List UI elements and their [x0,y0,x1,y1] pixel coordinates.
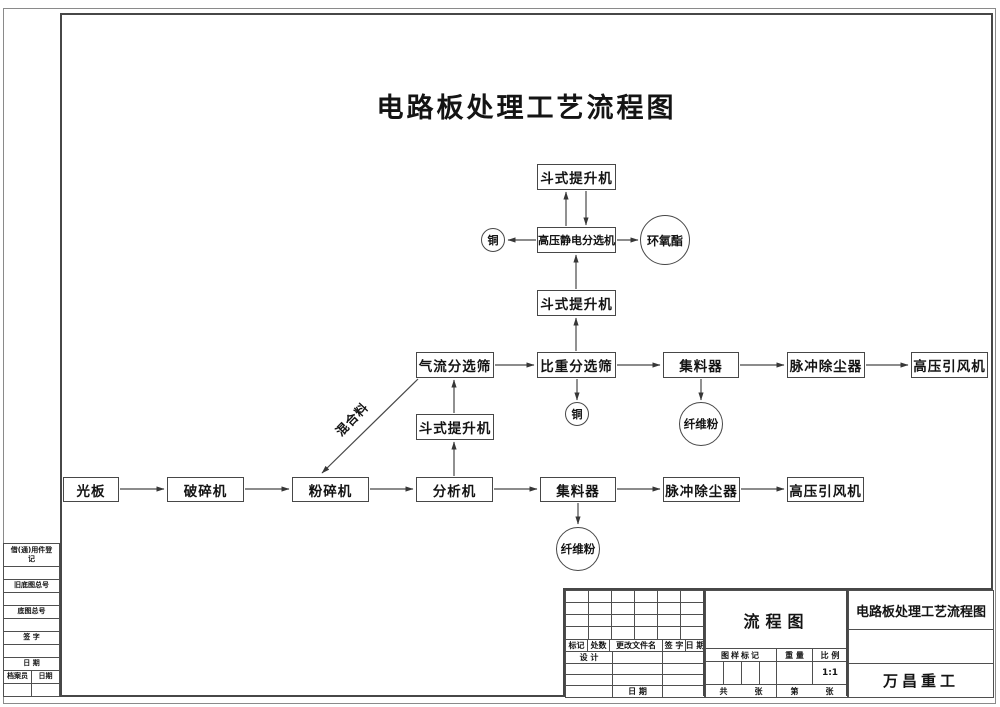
strip-empty-cell [32,684,59,696]
doc-type-cell: 流程图 [705,590,848,649]
node-gravity-sieve: 比重分选筛 [537,352,616,378]
node-airflow-sieve: 气流分选筛 [416,352,494,378]
strip-old-base-no: 旧底图总号 [3,579,60,593]
node-label: 铜 [487,234,499,247]
node-label: 斗式提升机 [540,297,613,313]
node-bare-board: 光板 [63,477,119,502]
node-elevator-low: 斗式提升机 [416,414,494,440]
sheet-outer-border [3,8,996,704]
mark-value-cell [759,661,777,685]
strip-base-no: 底图总号 [3,605,60,619]
revision-bottom-date: 日 期 [612,685,663,698]
edge-airflow-to-pulverizer-diagonal [321,378,419,474]
strip-archivist-label: 档案员 [4,671,32,683]
drawing-frame [60,13,993,697]
strip-empty-cell [4,684,32,696]
node-epoxy-out: 环氧酯 [640,215,690,265]
revision-empty-cell [680,626,705,640]
node-label: 环氧酯 [646,233,683,248]
sheet-total-unit: 张 [754,686,763,696]
sheet-total-cell: 共 张 [705,684,777,698]
node-label: 分析机 [432,483,477,500]
titleblock-revision-section: 标记 处数 更改文件名 签 字 日 期 设 计 日 期 [563,588,705,698]
node-label: 气流分选筛 [418,359,492,375]
node-electrostatic-separator: 高压静电分选机 [537,227,616,253]
mark-value-cell [705,661,724,685]
strip-empty-split-row [3,683,60,697]
revision-empty-cell [657,626,681,640]
revision-empty-cell [565,685,613,698]
node-fan-1: 高压引风机 [911,352,988,378]
drawing-title-cell: 电路板处理工艺流程图 [848,590,994,630]
revision-empty-cell [588,626,612,640]
node-elevator-top: 斗式提升机 [537,164,616,190]
sheet-no-unit: 张 [825,686,834,696]
node-label: 斗式提升机 [418,421,492,437]
node-label: 高压引风机 [913,359,986,375]
mark-value-cell [741,661,760,685]
node-label: 斗式提升机 [540,171,613,187]
node-pulverizer: 粉碎机 [292,477,369,502]
scale-value-cell: 1:1 [812,661,848,685]
node-elevator-mid: 斗式提升机 [537,290,616,316]
revision-empty-cell [662,685,705,698]
node-label: 比重分选筛 [540,359,613,375]
strip-sign: 签 字 [3,631,60,645]
node-label: 纤维粉 [560,542,596,556]
drawing-main-title: 电路板处理工艺流程图 [376,93,677,124]
weight-header-cell: 重 量 [776,648,813,662]
node-pulse-dust-2: 脉冲除尘器 [663,477,740,502]
node-label: 高压静电分选机 [538,234,615,247]
node-crusher: 破碎机 [167,477,244,502]
node-label: 破碎机 [183,483,228,500]
node-fan-2: 高压引风机 [787,477,864,502]
node-label: 粉碎机 [308,483,353,500]
sheet-total-label: 共 [719,686,728,696]
node-copper-out-1: 铜 [481,228,505,252]
node-copper-out-2: 铜 [565,402,589,426]
revision-empty-cell [634,626,658,640]
node-label: 脉冲除尘器 [665,483,738,500]
company-cell: 万昌重工 [848,663,994,698]
node-label: 集料器 [556,483,600,500]
node-fiber-out-2: 纤维粉 [556,527,600,571]
node-label: 纤维粉 [683,417,719,431]
strip-empty-row [3,592,60,606]
revision-empty-cell [611,626,635,640]
node-label: 铜 [571,408,583,421]
strip-borrow-register: 借(通)用件登记 [3,543,60,567]
node-analyzer: 分析机 [416,477,493,502]
revision-empty-cell [565,626,589,640]
strip-date: 日 期 [3,657,60,671]
strip-empty-row [3,566,60,580]
sheet-no-label: 第 [790,686,799,696]
strip-empty-row [3,618,60,632]
strip-archivist-date-label: 日期 [38,672,53,681]
node-collector-2: 集料器 [540,477,616,502]
strip-archivist-row: 档案员 日期 [3,670,60,684]
node-fiber-out-1: 纤维粉 [679,402,723,446]
drawing-no-cell [848,629,994,664]
node-collector-1: 集料器 [663,352,739,378]
node-label: 脉冲除尘器 [789,359,863,375]
weight-value-cell [776,661,813,685]
node-pulse-dust-1: 脉冲除尘器 [787,352,865,378]
mark-value-cell [723,661,742,685]
strip-empty-row [3,644,60,658]
node-label: 光板 [76,483,106,500]
titleblock-right-section: 电路板处理工艺流程图 万昌重工 [846,588,994,698]
sheet-number-cell: 第 张 [776,684,848,698]
node-label: 集料器 [679,359,723,375]
titleblock-middle-section: 流程图 图样标记 重 量 比 例 1:1 共 张 第 张 [703,588,848,698]
scale-header-cell: 比 例 [812,648,848,662]
node-label: 高压引风机 [789,483,862,500]
mark-header-cell: 图样标记 [705,648,777,662]
